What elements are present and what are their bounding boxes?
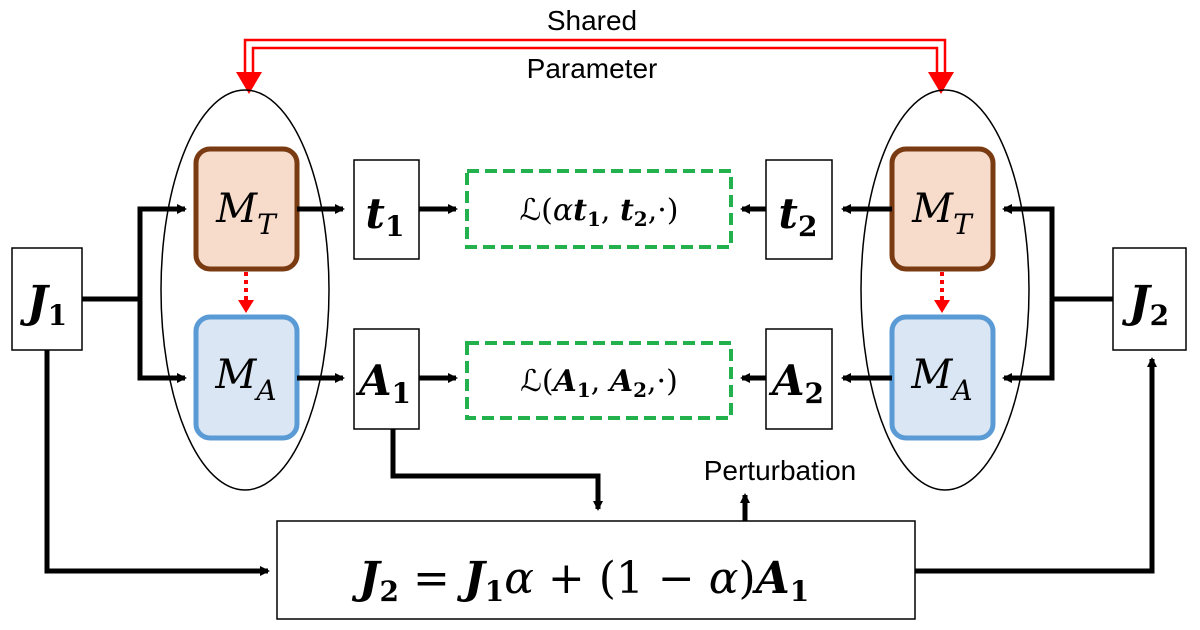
t2-label: t2 xyxy=(779,189,818,243)
loss-t-label: ℒ(αt1, t2,·) xyxy=(519,193,678,231)
j1-to-equation-arrow xyxy=(44,350,270,576)
eq-lhs-sub: 2 xyxy=(380,575,399,608)
eq-plus: + (1 − xyxy=(534,553,709,604)
eq-alpha1: α xyxy=(504,553,534,604)
t1-base: t xyxy=(366,189,385,238)
loss-a-script: ℒ xyxy=(520,364,542,399)
loss-t-comma: , xyxy=(601,193,620,228)
j1-sub: 1 xyxy=(48,299,67,332)
j2-to-mt-arrow xyxy=(1002,204,1055,299)
eq-j1-sub: 1 xyxy=(485,575,504,608)
mt-right-base: M xyxy=(911,186,954,232)
mt-left-base: M xyxy=(215,186,258,232)
eq-close: ) xyxy=(738,553,755,604)
loss-t-t2: t xyxy=(620,193,634,228)
eq-equals: = xyxy=(399,553,464,604)
t2-base: t xyxy=(779,189,798,238)
j1-to-ma-arrow xyxy=(137,299,187,383)
mt-to-ma-right-arrow xyxy=(934,272,950,313)
j2-to-ma-arrow xyxy=(1002,299,1055,383)
a1-sub: 1 xyxy=(392,377,411,410)
loss-a-open: ( xyxy=(542,364,554,399)
shared-parameter-arrow xyxy=(243,38,947,75)
mt-left-sub: T xyxy=(257,208,278,241)
mt-left-label: MT xyxy=(215,186,278,241)
perturbation-label: Perturbation xyxy=(704,455,857,486)
t1-label: t1 xyxy=(366,189,405,243)
loss-t-alpha: α xyxy=(553,193,573,228)
t1-box xyxy=(353,159,420,260)
eq-a1-sub: 1 xyxy=(790,575,809,608)
a1-box xyxy=(353,328,420,430)
j1-to-mt-arrow xyxy=(137,204,187,299)
a1-label: A1 xyxy=(355,356,411,410)
a2-sub: 2 xyxy=(805,377,824,410)
t2-sub: 2 xyxy=(798,210,817,243)
eq-alpha2: α xyxy=(709,553,739,604)
t2-box xyxy=(765,159,833,260)
ma-left-label: MA xyxy=(214,352,276,407)
loss-a-a1-sub: 1 xyxy=(577,378,591,402)
a1-to-equation-arrow xyxy=(390,429,603,511)
t1-sub: 1 xyxy=(385,210,404,243)
loss-a-box xyxy=(465,341,733,420)
mt-right-label: MT xyxy=(911,186,974,241)
j2-sub: 2 xyxy=(1150,299,1169,332)
mt-to-ma-left-arrow xyxy=(238,272,254,313)
ma-right-base: M xyxy=(910,352,953,398)
j2-box xyxy=(1112,247,1187,351)
ma-left-sub: A xyxy=(253,374,276,407)
a2-base: A xyxy=(768,356,805,405)
loss-t-rest: ,·) xyxy=(648,193,679,228)
loss-t-script: ℒ xyxy=(519,193,541,228)
eq-a1: A xyxy=(752,553,790,604)
equation-box xyxy=(276,520,916,620)
ma-right-label: MA xyxy=(910,352,972,407)
mt-right-sub: T xyxy=(953,208,974,241)
loss-t-box xyxy=(465,169,733,249)
right-model-ellipse xyxy=(860,89,1030,491)
loss-a-a2-sub: 2 xyxy=(633,378,647,402)
loss-a-a2: A xyxy=(607,364,633,399)
ma-left-base: M xyxy=(214,352,257,398)
loss-t-t1: t xyxy=(573,193,587,228)
shared-arrowhead-right xyxy=(928,72,954,94)
loss-a-comma: , xyxy=(591,364,610,399)
shared-arrowhead-left xyxy=(236,72,262,94)
loss-a-rest: ,·) xyxy=(647,364,678,399)
ma-right-sub: A xyxy=(949,374,972,407)
loss-t-t1-sub: 1 xyxy=(587,207,601,231)
a2-label: A2 xyxy=(768,356,824,410)
loss-a-a1: A xyxy=(551,364,577,399)
shared-label-line2: Parameter xyxy=(527,53,658,84)
loss-a-label: ℒ(A1, A2,·) xyxy=(520,364,678,402)
equation-label: J2 = J1α + (1 − α)A1 xyxy=(352,553,810,608)
loss-t-open: ( xyxy=(541,193,553,228)
left-model-ellipse xyxy=(160,89,330,491)
a1-base: A xyxy=(355,356,392,405)
equation-to-j2-arrow xyxy=(915,357,1157,574)
loss-t-t2-sub: 2 xyxy=(634,207,648,231)
connector-arrows xyxy=(44,204,1157,576)
shared-label-line1: Shared xyxy=(547,5,637,36)
